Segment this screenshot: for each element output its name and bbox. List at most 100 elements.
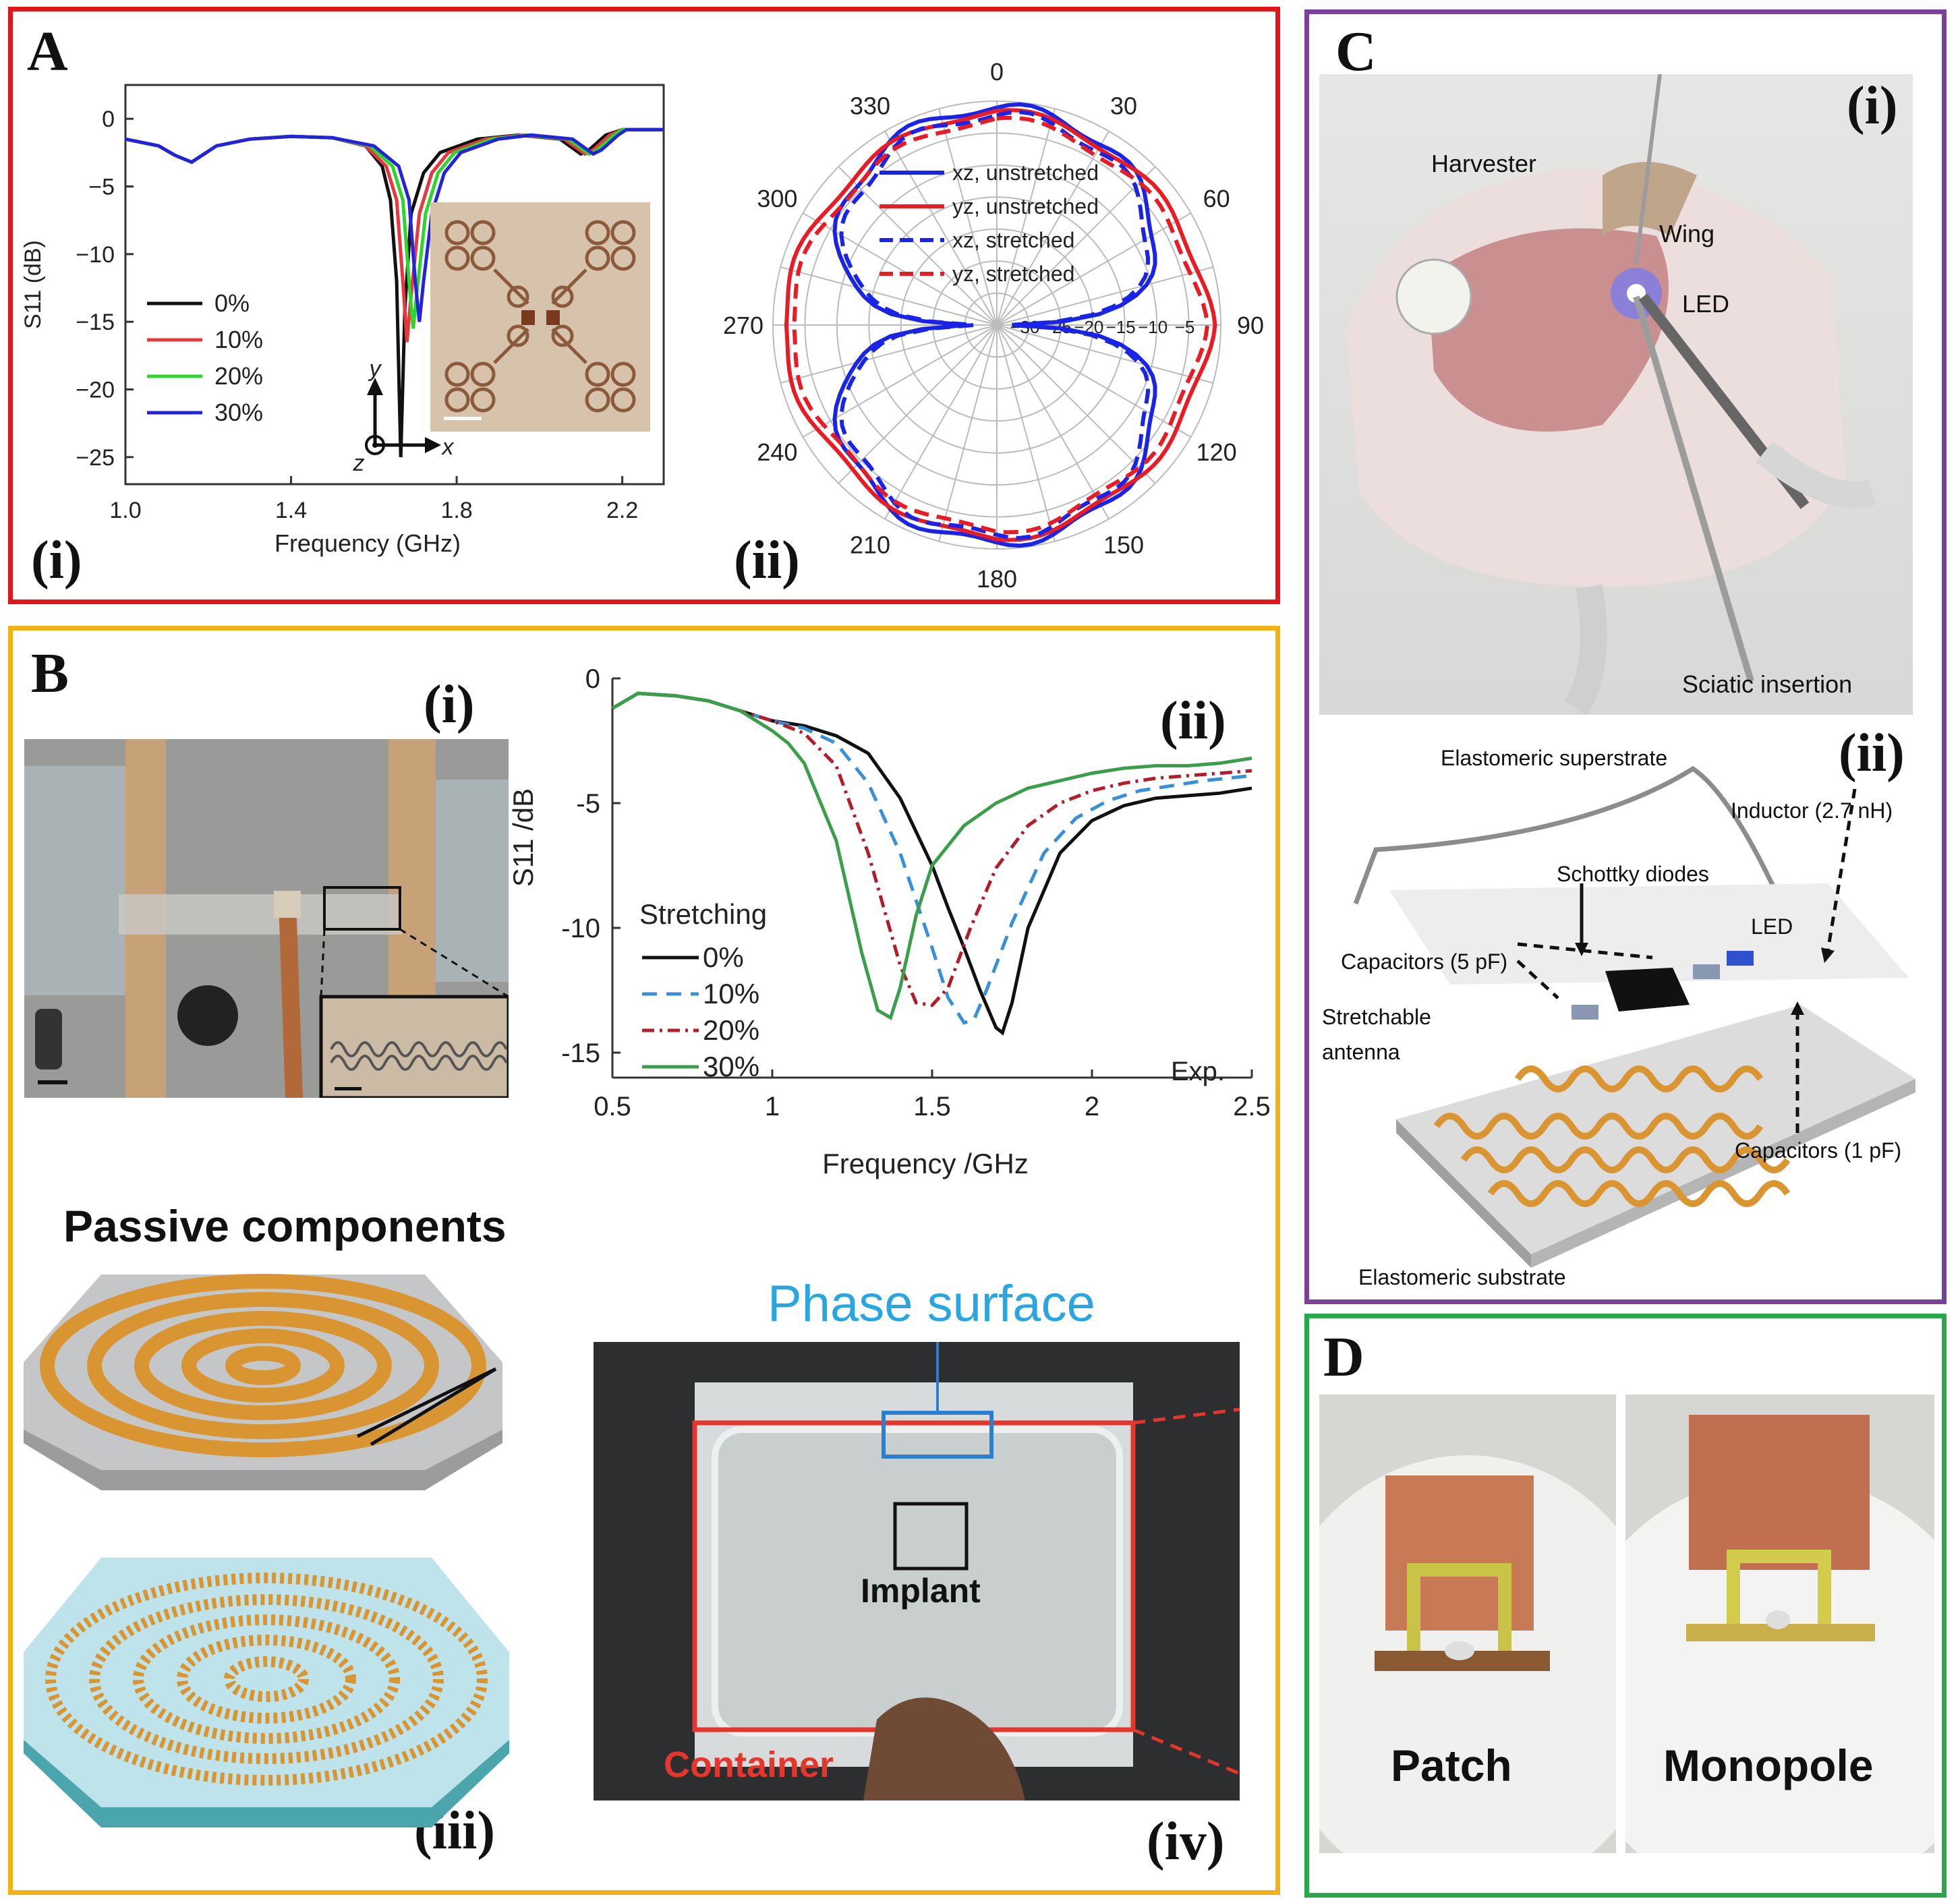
a-ii-grid-spoke [996,166,1156,326]
b-ii-ytick-label: 0 [585,664,600,694]
implant-label: Implant [861,1572,981,1610]
b-ii-ylabel: S11 /dB [507,788,539,887]
a-ii-series-line [792,115,1210,535]
a-ii-grid-spoke [938,109,998,326]
b-i-photo [24,739,509,1098]
b-ii-legend-label: 20% [703,1014,759,1046]
a-i-ylabel: S11 (dB) [20,240,46,329]
a-i-ytick-label: −25 [76,445,115,471]
a-ii-angle-label: 270 [723,312,763,339]
wing-label: Wing [1659,220,1715,247]
a-ii-series-line [839,110,1151,540]
a-i-legend-label: 20% [214,362,263,390]
harvester-label: Harvester [1431,150,1537,177]
a-ii-legend-label: xz, stretched [952,228,1074,252]
a-ii-grid-spoke [996,109,1056,326]
a-ii-grid-spoke [780,324,998,384]
b-ii-xtick-label: 1 [765,1092,780,1121]
led-label-c-i: LED [1682,290,1730,318]
sciatic-insertion-label: Sciatic insertion [1682,670,1853,698]
z-axis-icon [365,435,385,455]
b-ii-legend-label: 10% [703,978,759,1009]
d-monopole-photo [1625,1395,1934,1853]
a-i-ytick-label: −10 [76,242,115,268]
b-ii-xtick-label: 2.5 [1233,1092,1271,1121]
b-ii-legend-label: 0% [703,941,744,973]
inductor-label: Inductor (2.7 nH) [1731,798,1893,823]
led-label-c-ii: LED [1751,914,1793,939]
stretchable-label: Stretchable [1322,1005,1431,1029]
panel-b-iv-label: (iv) [1147,1812,1225,1871]
a-i-ytick-label: −5 [88,175,115,200]
a-ii-grid-spoke [996,324,1213,384]
a-ii-legend-label: yz, unstretched [952,194,1099,218]
a-ii-grid-spoke [996,130,1109,326]
a-i-axis-z: z [353,450,365,476]
a-i-axis-y: y [368,356,382,382]
a-ii-grid-spoke [884,130,998,326]
b-ii-annotation: Exp. [1171,1057,1225,1086]
antenna-label: antenna [1322,1040,1400,1064]
a-ii-angle-label: 180 [977,565,1017,593]
a-i-legend-label: 0% [214,289,250,317]
y-arrowhead-icon [367,378,383,395]
fractal-antenna-icon [444,220,636,420]
panel-c-ii-label: (ii) [1839,724,1905,783]
b-ii-series-line [611,691,1252,1020]
c-ii-illustration [1315,728,1936,1281]
a-ii-grid-spoke [938,324,998,541]
b-ii-xtick-label: 1.5 [913,1092,951,1121]
patch-label: Patch [1391,1740,1512,1790]
x-arrowhead-icon [425,437,441,453]
a-ii-radial-label: −5 [1175,317,1195,337]
panel-d-letter: D [1323,1326,1364,1388]
a-ii-grid-spoke [884,324,998,520]
c-i-illustration [1319,74,1913,715]
container-label: Container [664,1745,834,1785]
a-i-ytick-label: 0 [102,107,115,132]
a-ii-angle-label: 120 [1197,438,1237,466]
panel-c-i-label: (i) [1847,76,1898,136]
a-ii-grid-spoke [996,212,1192,326]
a-ii-grid-spoke [996,266,1213,326]
antenna-inset-photo [430,202,650,432]
a-ii-angle-label: 330 [850,92,890,119]
panel-b-i-label: (i) [424,675,475,734]
d-patch-photo [1319,1395,1616,1853]
capacitors-1pf-label: Capacitors (1 pF) [1735,1138,1902,1163]
a-ii-grid-spoke [838,166,998,326]
b-ii-ytick-label: -15 [561,1038,600,1068]
a-ii-angle-label: 300 [757,185,797,212]
panel-a-i-label: (i) [31,531,82,590]
substrate-label: Elastomeric substrate [1358,1265,1566,1289]
a-i-ytick-label: −20 [76,378,115,403]
superstrate-label: Elastomeric superstrate [1441,746,1668,770]
a-ii-legend-label: yz, stretched [952,262,1074,286]
a-ii-angle-label: 150 [1103,531,1144,559]
a-ii-grid-spoke [996,324,1056,541]
a-ii-legend-label: xz, unstretched [952,160,1099,185]
b-iii-octagon-bottom [20,1551,513,1841]
monopole-label: Monopole [1663,1740,1874,1790]
panel-c-letter: C [1335,20,1377,83]
panel-b-letter: B [31,642,69,705]
a-i-ytick-label: −15 [76,310,115,335]
a-i-xtick-label: 2.2 [606,498,638,523]
schottky-label: Schottky diodes [1557,862,1709,886]
a-ii-series-line [784,108,1217,542]
phase-surface-label: Phase surface [768,1275,1095,1333]
b-ii-xtick-label: 0.5 [594,1092,631,1121]
a-i-xtick-label: 1.0 [109,498,141,523]
b-ii-xlabel: Frequency /GHz [822,1148,1029,1179]
capacitors-5pf-label: Capacitors (5 pF) [1341,949,1508,974]
b-ii-ytick-label: -10 [561,914,600,943]
panel-a-frame [8,7,1280,604]
a-ii-radial-label: −15 [1106,317,1136,337]
a-ii-angle-label: 240 [757,438,797,466]
a-ii-angle-label: 90 [1237,312,1264,339]
a-ii-angle-label: 0 [990,58,1004,86]
a-i-axis-x: x [441,434,455,460]
a-i-xtick-label: 1.4 [275,498,307,523]
a-i-legend-label: 30% [214,399,263,426]
